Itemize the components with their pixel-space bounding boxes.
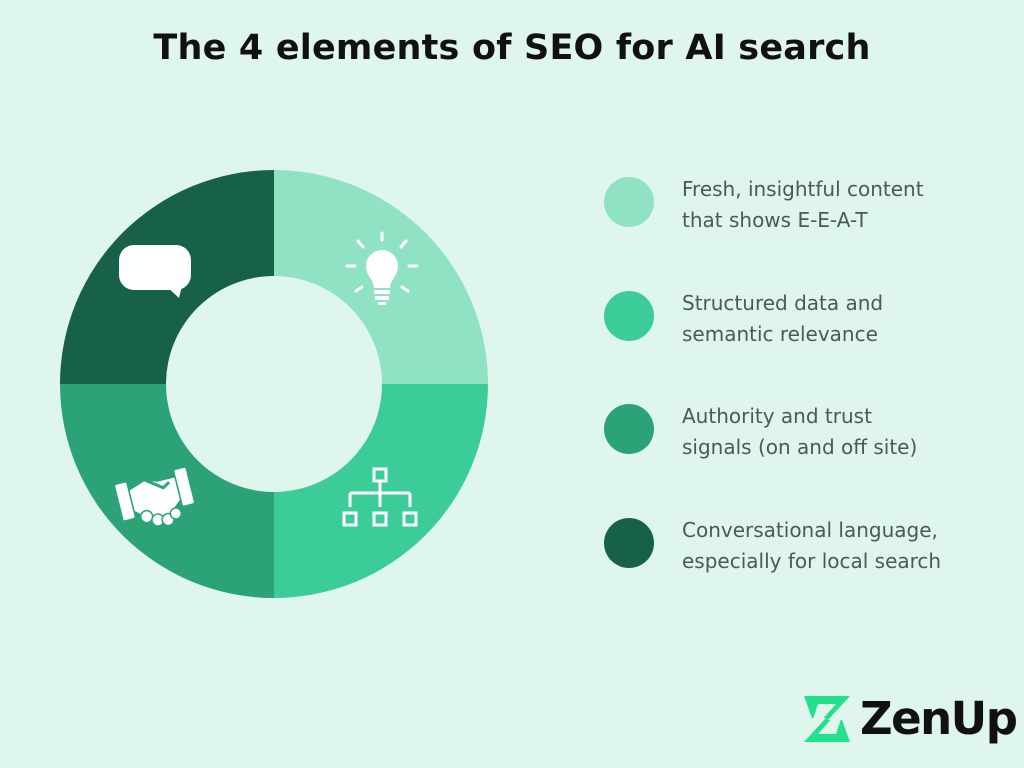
donut-diagram [60,170,488,598]
legend-dot-conversational [604,518,654,568]
legend-label-content: Fresh, insightful content that shows E-E… [682,174,1002,236]
legend-line: signals (on and off site) [682,435,918,459]
zenup-logo-mark [804,696,850,742]
legend-item-content: Fresh, insightful content that shows E-E… [604,174,1004,234]
legend-line: Fresh, insightful content [682,177,924,201]
legend-item-structured-data: Structured data and semantic relevance [604,288,1004,348]
legend-line: Authority and trust [682,404,872,428]
legend-dot-structured-data [604,291,654,341]
hierarchy-icon [342,467,418,527]
brand-logo: ZenUp [798,688,1018,750]
lightbulb-icon [345,231,419,305]
logo-mark-cut [812,704,836,722]
legend-item-authority: Authority and trust signals (on and off … [604,401,1004,461]
legend-line: Conversational language, [682,518,938,542]
logo-mark-cut [818,716,842,734]
legend-line: that shows E-E-A-T [682,208,868,232]
legend-item-conversational: Conversational language, especially for … [604,515,1004,575]
legend-dot-content [604,177,654,227]
handshake-icon [113,466,196,527]
legend-label-structured-data: Structured data and semantic relevance [682,288,1002,350]
legend-dot-authority [604,404,654,454]
page-title: The 4 elements of SEO for AI search [153,28,871,68]
legend-line: Structured data and [682,291,884,315]
logo-mark-shape [804,696,850,742]
legend-label-conversational: Conversational language, especially for … [682,515,1002,577]
brand-name: ZenUp [860,692,1018,745]
legend-label-authority: Authority and trust signals (on and off … [682,401,1002,463]
legend-line: especially for local search [682,549,942,573]
legend-line: semantic relevance [682,322,878,346]
speech-bubble-icon [119,245,191,298]
